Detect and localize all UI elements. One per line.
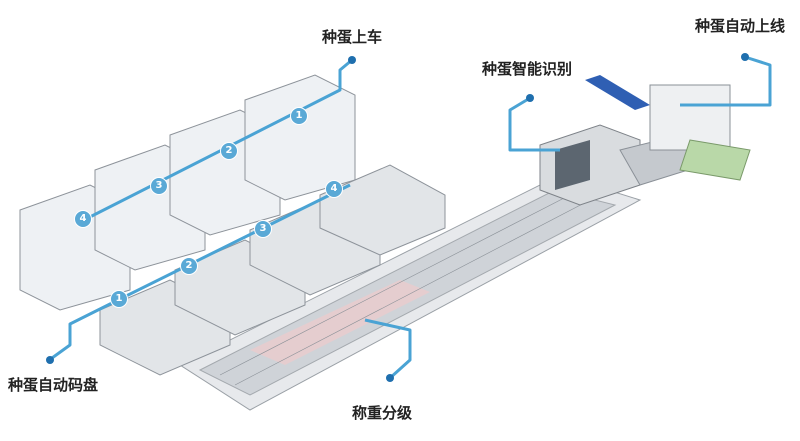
upper-marker-3: 3: [150, 177, 168, 195]
auto-feed-machine: [585, 75, 751, 181]
upper-marker-2: 2: [220, 142, 238, 160]
label-smart-recognition: 种蛋智能识别: [482, 60, 573, 78]
label-egg-loading: 种蛋上车: [322, 28, 383, 46]
lower-marker-4: 4: [325, 180, 343, 198]
label-auto-feed: 种蛋自动上线: [695, 17, 786, 35]
loading-stations: [19, 74, 356, 311]
upper-marker-4: 4: [74, 210, 92, 228]
label-weighing-grading: 称重分级: [352, 404, 413, 422]
lower-marker-2: 2: [180, 257, 198, 275]
main-conveyor: [178, 174, 642, 411]
lower-marker-1: 1: [110, 290, 128, 308]
lower-marker-3: 3: [254, 220, 272, 238]
label-auto-tray: 种蛋自动码盘: [8, 376, 99, 394]
upper-marker-1: 1: [290, 107, 308, 125]
tray-stations: [99, 164, 446, 376]
callout-dots: [46, 53, 749, 382]
callout-lines: [51, 55, 772, 380]
